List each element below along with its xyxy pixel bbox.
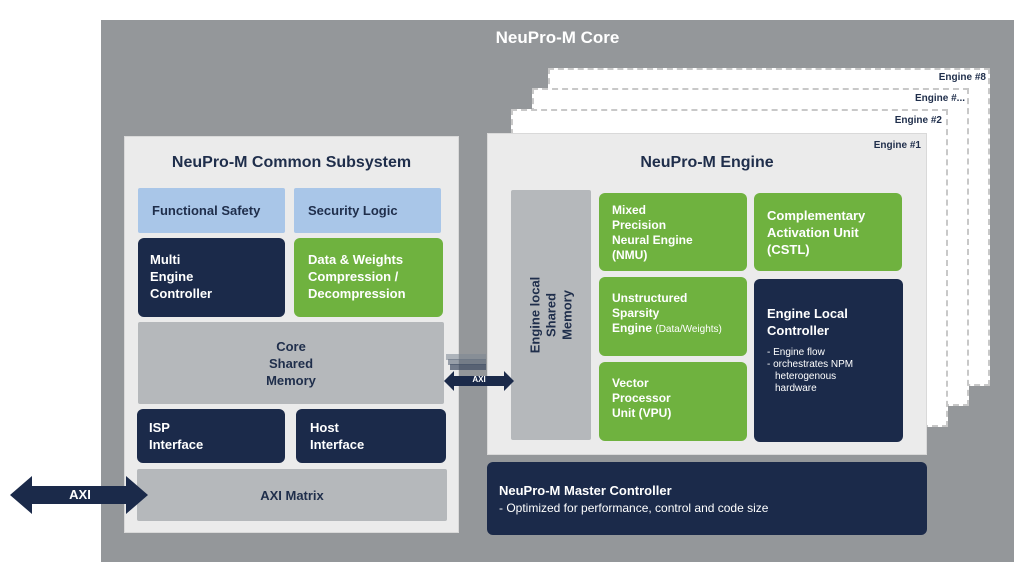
elc-bullet-1: - Engine flow: [767, 347, 825, 358]
elc-bullet-2: - orchestrates NPM: [767, 359, 854, 370]
functional-safety-block: Functional Safety: [138, 188, 285, 233]
engine-local-memory: [511, 190, 591, 440]
internal-axi-label: AXI: [472, 375, 486, 384]
dwc-line-3: Decompression: [308, 286, 406, 301]
isp-line-1: ISP: [149, 420, 170, 435]
external-axi-label: AXI: [69, 487, 91, 502]
vpu-line-1: Vector: [612, 376, 649, 390]
engine-title: NeuPro-M Engine: [640, 154, 774, 171]
engine-label-8: Engine #8: [938, 72, 986, 83]
nmu-line-2: Precision: [612, 218, 667, 232]
core-mem-line-3: Memory: [266, 372, 316, 388]
security-logic-block: Security Logic: [294, 188, 441, 233]
sparsity-line-1: Unstructured: [612, 291, 688, 305]
host-line-1: Host: [310, 420, 339, 435]
nmu-line-3: Neural Engine: [612, 233, 693, 247]
host-line-2: Interface: [310, 437, 365, 452]
nmu-line-1: Mixed: [612, 203, 647, 217]
core-shared-memory-block: Core Shared Memory: [138, 322, 444, 404]
elc-bullets: - Engine flow - orchestrates NPM heterog…: [767, 347, 890, 395]
local-mem-line-2: Shared: [542, 292, 558, 338]
engine-local-controller-block: Engine Local Controller - Engine flow - …: [754, 279, 903, 442]
cstl-line-1: Complementary: [767, 208, 866, 223]
host-interface-block: Host Interface: [296, 409, 446, 463]
master-desc: - Optimized for performance, control and…: [499, 501, 769, 515]
master-controller-block: NeuPro-M Master Controller - Optimized f…: [487, 462, 927, 535]
core-mem-line-1: Core: [276, 338, 306, 354]
elc-title-line-1: Engine Local: [767, 306, 848, 321]
vpu-block: Vector Processor Unit (VPU): [599, 362, 747, 441]
local-mem-line-3: Memory: [558, 290, 574, 340]
local-mem-line-1: Engine local: [526, 276, 542, 354]
core-mem-line-2: Shared: [268, 355, 314, 371]
core-title: NeuPro-M Core: [495, 28, 620, 47]
cstl-line-3: (CSTL): [767, 242, 810, 257]
sparsity-line-3: Engine (Data/Weights): [612, 321, 734, 336]
mec-line-1: Multi: [150, 252, 181, 267]
engine-local-memory-label: Engine local Shared Memory: [511, 190, 591, 440]
master-title: NeuPro-M Master Controller: [499, 483, 672, 498]
engine-label-n: Engine #...: [914, 93, 965, 104]
cstl-block: Complementary Activation Unit (CSTL): [754, 193, 902, 271]
sparsity-line-2: Sparsity: [612, 306, 660, 320]
common-title: NeuPro-M Common Subsystem: [171, 154, 412, 171]
vpu-line-3: Unit (VPU): [612, 406, 672, 420]
elc-bullet-4: hardware: [775, 383, 817, 394]
multi-engine-connector-shadow: [446, 354, 486, 370]
mec-line-2: Engine: [150, 269, 194, 284]
vpu-line-2: Processor: [612, 391, 671, 405]
dwc-line-1: Data & Weights: [308, 252, 404, 267]
data-weights-compression-block: Data & Weights Compression / Decompressi…: [294, 238, 443, 317]
elc-title-line-2: Controller: [767, 323, 830, 338]
sparsity-block: Unstructured Sparsity Engine (Data/Weigh…: [599, 277, 747, 356]
nmu-block: Mixed Precision Neural Engine (NMU): [599, 193, 747, 271]
engine-label-1: Engine #1: [873, 140, 921, 151]
elc-bullet-3: heterogenous: [775, 371, 837, 382]
nmu-line-4: (NMU): [612, 248, 648, 262]
axi-matrix-block: AXI Matrix: [137, 469, 447, 521]
engine-label-2: Engine #2: [894, 115, 942, 126]
isp-line-2: Interface: [149, 437, 204, 452]
sparsity-data-weights: (Data/Weights): [655, 324, 722, 335]
sparsity-engine-word: Engine: [612, 321, 653, 335]
internal-axi-arrow-icon: [444, 371, 514, 391]
multi-engine-controller-block: Multi Engine Controller: [138, 238, 285, 317]
isp-interface-block: ISP Interface: [137, 409, 285, 463]
external-axi-arrow-icon: [10, 476, 148, 514]
cstl-line-2: Activation Unit: [767, 225, 859, 240]
mec-line-3: Controller: [150, 286, 213, 301]
dwc-line-2: Compression /: [308, 269, 399, 284]
